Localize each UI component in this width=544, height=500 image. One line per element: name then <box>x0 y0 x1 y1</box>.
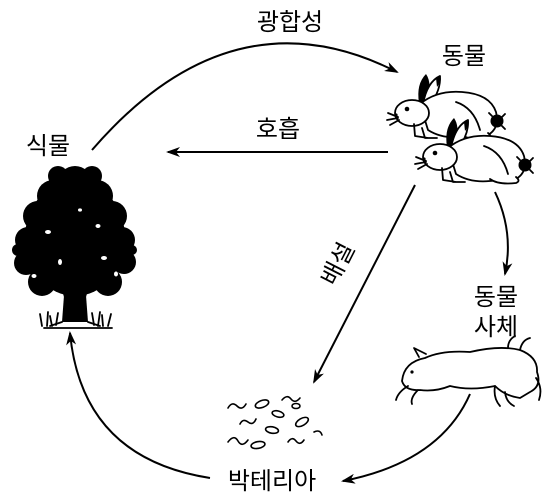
plant-label: 식물 <box>26 132 70 160</box>
dead-animal-label-line1: 동물 <box>474 283 518 311</box>
rabbit-illustration-back <box>386 73 506 141</box>
dead-animal-illustration <box>395 335 542 407</box>
photosynthesis-label: 광합성 <box>257 8 323 36</box>
bacteria-label: 박테리아 <box>228 467 316 495</box>
tree-illustration <box>12 166 137 329</box>
respiration-label: 호흡 <box>256 115 300 143</box>
photosynthesis-arrow <box>91 42 399 151</box>
excretion-arrow <box>313 184 416 384</box>
animal-label: 동물 <box>442 42 486 70</box>
death-arrow <box>494 191 513 276</box>
bacteria-illustration <box>227 395 323 450</box>
nutrient-uptake-arrow <box>66 331 211 479</box>
dead-animal-label-line2: 사체 <box>474 313 518 341</box>
decomposition-arrow <box>341 393 471 484</box>
excretion-label: 배설 <box>315 238 360 290</box>
